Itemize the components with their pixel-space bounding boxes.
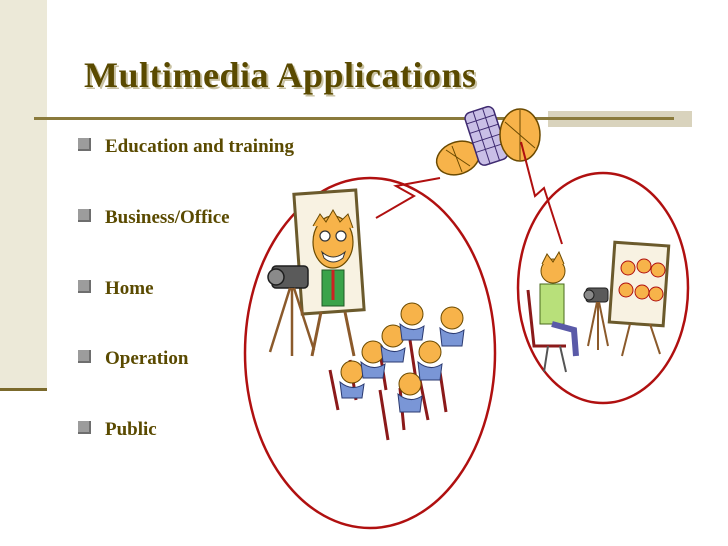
audience-group	[328, 302, 465, 441]
left-bar-underline	[0, 388, 47, 391]
bullet-square-icon	[78, 280, 91, 293]
remote-circle	[516, 171, 690, 405]
signal-bolt-right-icon	[520, 141, 563, 245]
bullet-item: Home	[78, 278, 154, 300]
signal-bolt-left-icon	[375, 177, 441, 219]
bullet-square-icon	[78, 138, 91, 151]
bullet-square-icon	[78, 209, 91, 222]
slide-title: Multimedia Applications	[84, 55, 477, 95]
title-rule	[34, 117, 674, 120]
bullet-square-icon	[78, 350, 91, 363]
bullet-square-icon	[78, 421, 91, 434]
remote-screen-icon	[607, 240, 671, 357]
camera-tripod-icon	[267, 265, 316, 356]
projection-screen-icon	[292, 188, 366, 357]
remote-presenter-icon	[526, 250, 579, 373]
bullet-text: Operation	[105, 348, 189, 369]
left-decorative-bar	[0, 0, 47, 388]
classroom-circle	[243, 176, 497, 530]
bullet-text: Home	[105, 278, 154, 299]
bullet-text: Education and training	[105, 136, 294, 157]
satellite-icon	[435, 105, 541, 176]
bullet-text: Public	[105, 419, 157, 440]
bullet-item: Operation	[78, 348, 188, 370]
bullet-text: Business/Office	[105, 207, 230, 228]
bullet-item: Business/Office	[78, 207, 230, 229]
remote-camera-icon	[583, 287, 609, 350]
videoconference-illustration	[243, 105, 690, 530]
bullet-item: Education and training	[78, 136, 294, 158]
bullet-item: Public	[78, 419, 157, 441]
